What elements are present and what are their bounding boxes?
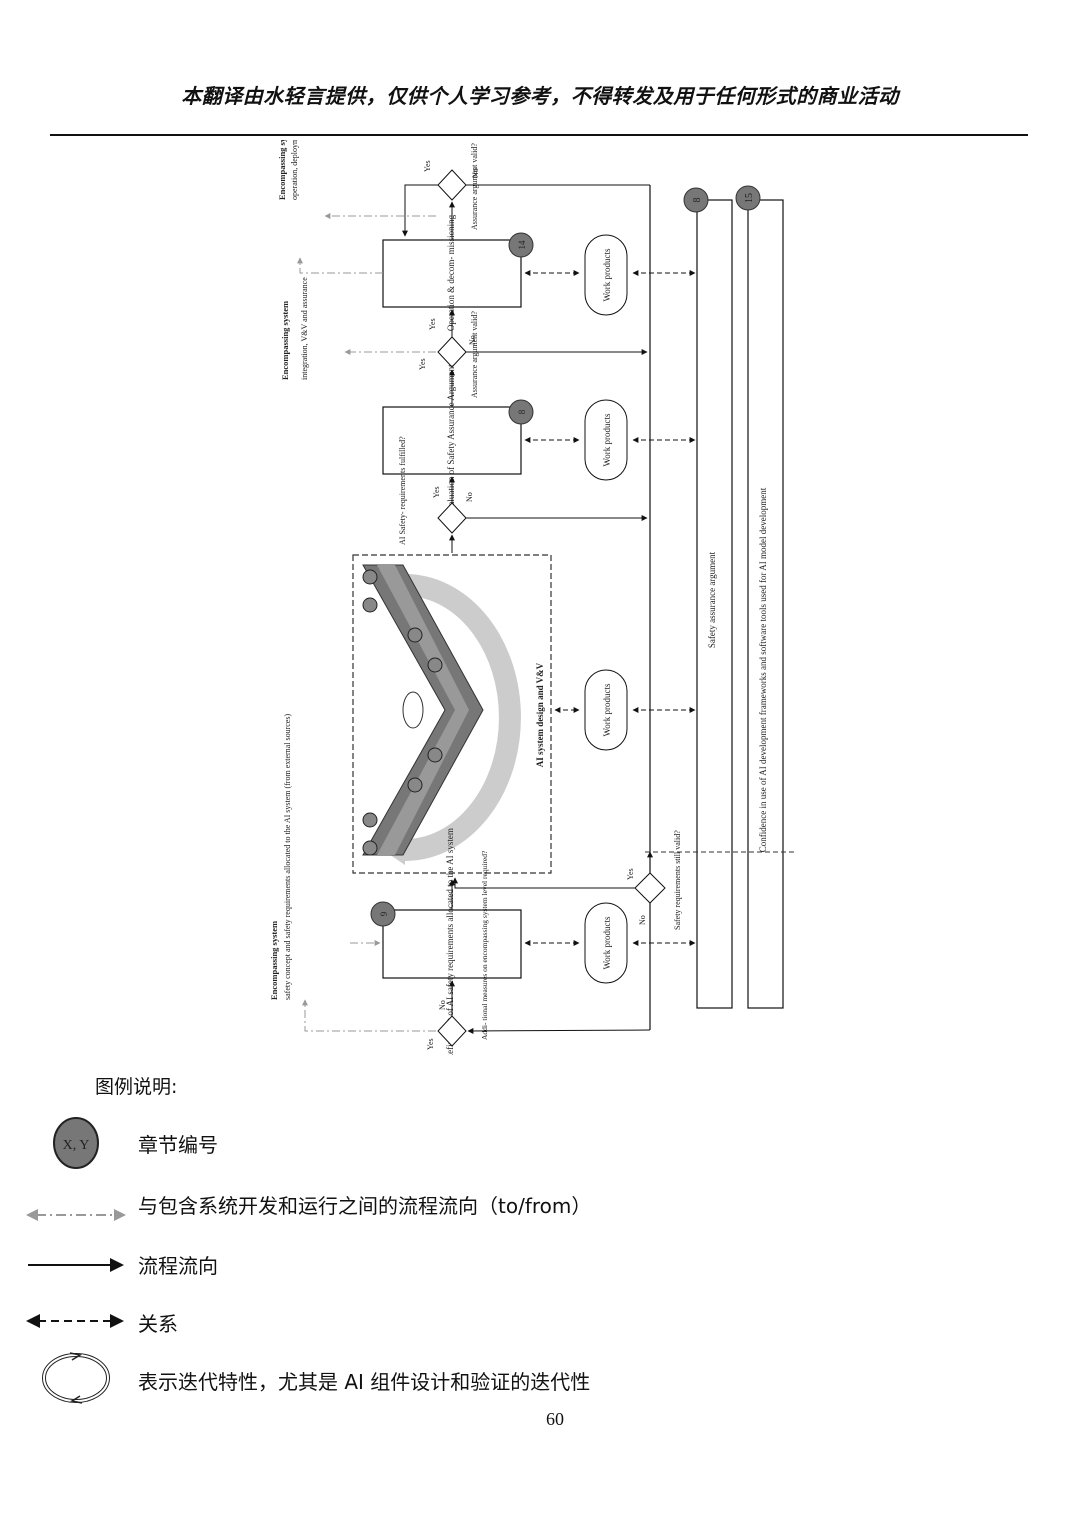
chapter-badge-refinement: 9 bbox=[379, 911, 389, 916]
svg-text:Yes: Yes bbox=[626, 868, 635, 880]
decision-safety-req-valid: Yes No Safety requirements still valid? bbox=[626, 830, 682, 930]
svg-text:Yes: Yes bbox=[423, 160, 432, 172]
svg-text:Safety requirements still vali: Safety requirements still valid? bbox=[673, 830, 682, 930]
legend-item-relationship: 关系 bbox=[0, 1301, 900, 1351]
legend-label-encompassing-flow: 与包含系统开发和运行之间的流程流向（to/from） bbox=[138, 1194, 592, 1218]
legend-label-process-flow: 流程流向 bbox=[138, 1254, 218, 1278]
work-products-3: Work products bbox=[584, 669, 628, 751]
svg-text:AI Safety- requirements fulfil: AI Safety- requirements fulfilled? bbox=[398, 436, 407, 545]
chapter-number-icon: X, Y bbox=[20, 1115, 132, 1169]
confidence-label: Confidence in use of AI development fram… bbox=[758, 487, 768, 852]
svg-text:Assurance argument valid?: Assurance argument valid? bbox=[470, 311, 479, 398]
operation-box: Operation & decom- missioning 14 bbox=[382, 214, 534, 331]
evaluation-box: Evaluation of Safety Assurance Argument … bbox=[382, 364, 534, 516]
svg-text:Encompassing system: Encompassing system bbox=[280, 301, 290, 380]
legend-item-iteration: 表示迭代特性，尤其是 AI 组件设计和验证的迭代性 bbox=[0, 1348, 900, 1404]
chapter-badge-safety: 8 bbox=[692, 198, 703, 203]
svg-text:Encompassing system: Encompassing system bbox=[269, 921, 279, 1000]
svg-text:X, Y: X, Y bbox=[63, 1138, 90, 1153]
solid-arrow-icon bbox=[20, 1245, 132, 1295]
svg-text:Yes: Yes bbox=[432, 486, 441, 498]
svg-text:Encompassing system: Encompassing system bbox=[277, 140, 287, 200]
svg-text:No: No bbox=[465, 492, 474, 502]
legend-item-encompassing-flow: 与包含系统开发和运行之间的流程流向（to/from） bbox=[0, 1185, 900, 1235]
work-products-label: Work products bbox=[602, 248, 612, 302]
chapter-badge-operation: 14 bbox=[517, 240, 527, 250]
svg-text:operation, deployment, monitor: operation, deployment, monitoring, conti… bbox=[290, 140, 299, 200]
dashed-double-arrow-icon bbox=[20, 1301, 132, 1351]
process-diagram: 8 Safety assurance argument 15 Confidenc… bbox=[255, 140, 815, 1055]
svg-text:Assurance argument valid?: Assurance argument valid? bbox=[470, 143, 479, 230]
operation-label: Operation & decom- missioning bbox=[446, 214, 456, 331]
confidence-bar: 15 Confidence in use of AI development f… bbox=[735, 185, 784, 1009]
svg-text:Work products: Work products bbox=[602, 413, 612, 467]
legend-label-iteration: 表示迭代特性，尤其是 AI 组件设计和验证的迭代性 bbox=[138, 1370, 591, 1394]
page-header: 本翻译由水轻言提供，仅供个人学习参考，不得转发及用于任何形式的商业活动 bbox=[181, 84, 899, 108]
svg-text:safety concept and safety requ: safety concept and safety requirements a… bbox=[283, 714, 292, 1000]
legend-item-process-flow: 流程流向 bbox=[0, 1245, 900, 1295]
work-products-2: Work products bbox=[584, 399, 628, 481]
ai-design-title: AI system design and V&V bbox=[535, 662, 545, 767]
safety-argument-label: Safety assurance argument bbox=[707, 551, 717, 648]
svg-text:Yes: Yes bbox=[426, 1038, 435, 1050]
decision-assurance-valid-top: Yes No Assurance argument valid? bbox=[423, 143, 480, 230]
refinement-box: Refinement of AI safety requirements all… bbox=[370, 828, 522, 1055]
decision-ai-fulfilled: Yes No AI Safety- requirements fulfilled… bbox=[398, 436, 474, 545]
svg-text:Yes: Yes bbox=[428, 318, 437, 330]
legend-title: 图例说明: bbox=[95, 1076, 178, 1098]
safety-assurance-bar: 8 Safety assurance argument bbox=[683, 187, 733, 1009]
legend-label-chapter: 章节编号 bbox=[138, 1133, 218, 1157]
chapter-badge-evaluation: 8 bbox=[517, 409, 527, 414]
evaluation-label: Evaluation of Safety Assurance Argument bbox=[446, 364, 456, 516]
chapter-badge-confidence: 15 bbox=[744, 193, 755, 203]
svg-text:Work products: Work products bbox=[602, 683, 612, 737]
page-number: 60 bbox=[546, 1409, 564, 1429]
svg-text:No: No bbox=[468, 335, 477, 345]
svg-text:No: No bbox=[438, 1000, 447, 1010]
ai-system-design: AI system design and V&V bbox=[352, 554, 552, 874]
svg-text:integration, V&V and assurance: integration, V&V and assurance bbox=[300, 277, 309, 380]
decision-assurance-valid-mid: Yes Yes No Assurance argument valid? bbox=[418, 311, 479, 398]
dash-dot-double-arrow-icon bbox=[20, 1185, 132, 1235]
work-products-1: Work products bbox=[584, 234, 628, 316]
svg-text:No: No bbox=[471, 168, 480, 178]
legend-label-relationship: 关系 bbox=[138, 1312, 178, 1336]
work-products-4: Work products bbox=[584, 902, 628, 984]
iteration-cycle-icon bbox=[20, 1348, 132, 1404]
refinement-label: Refinement of AI safety requirements all… bbox=[445, 828, 455, 1055]
header-rule bbox=[50, 134, 1028, 136]
svg-text:Yes: Yes bbox=[418, 358, 427, 370]
svg-text:Addi- tional measures on encom: Addi- tional measures on encompassing sy… bbox=[480, 850, 489, 1040]
svg-text:No: No bbox=[638, 915, 647, 925]
legend-item-chapter: X, Y 章节编号 bbox=[0, 1115, 900, 1169]
svg-text:Work products: Work products bbox=[602, 916, 612, 970]
decision-additional-measures: Yes No Addi- tional measures on encompas… bbox=[426, 850, 489, 1050]
